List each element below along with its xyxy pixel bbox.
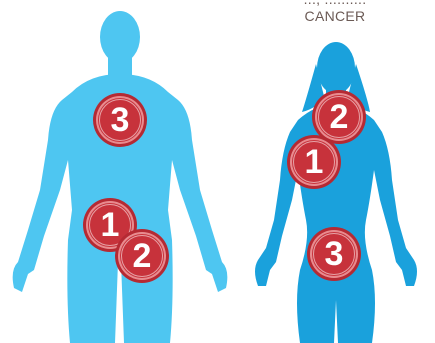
female-marker-2: 2 (315, 93, 363, 141)
female-marker-1: 1 (290, 138, 338, 186)
male-silhouette (13, 11, 228, 343)
female-silhouette (255, 42, 417, 343)
male-marker-3: 3 (96, 96, 144, 144)
caption-line-2: CANCER (270, 8, 400, 24)
male-marker-2: 2 (118, 232, 166, 280)
caption-line-1: ..., .......... (270, 0, 400, 7)
female-marker-3: 3 (310, 230, 358, 278)
